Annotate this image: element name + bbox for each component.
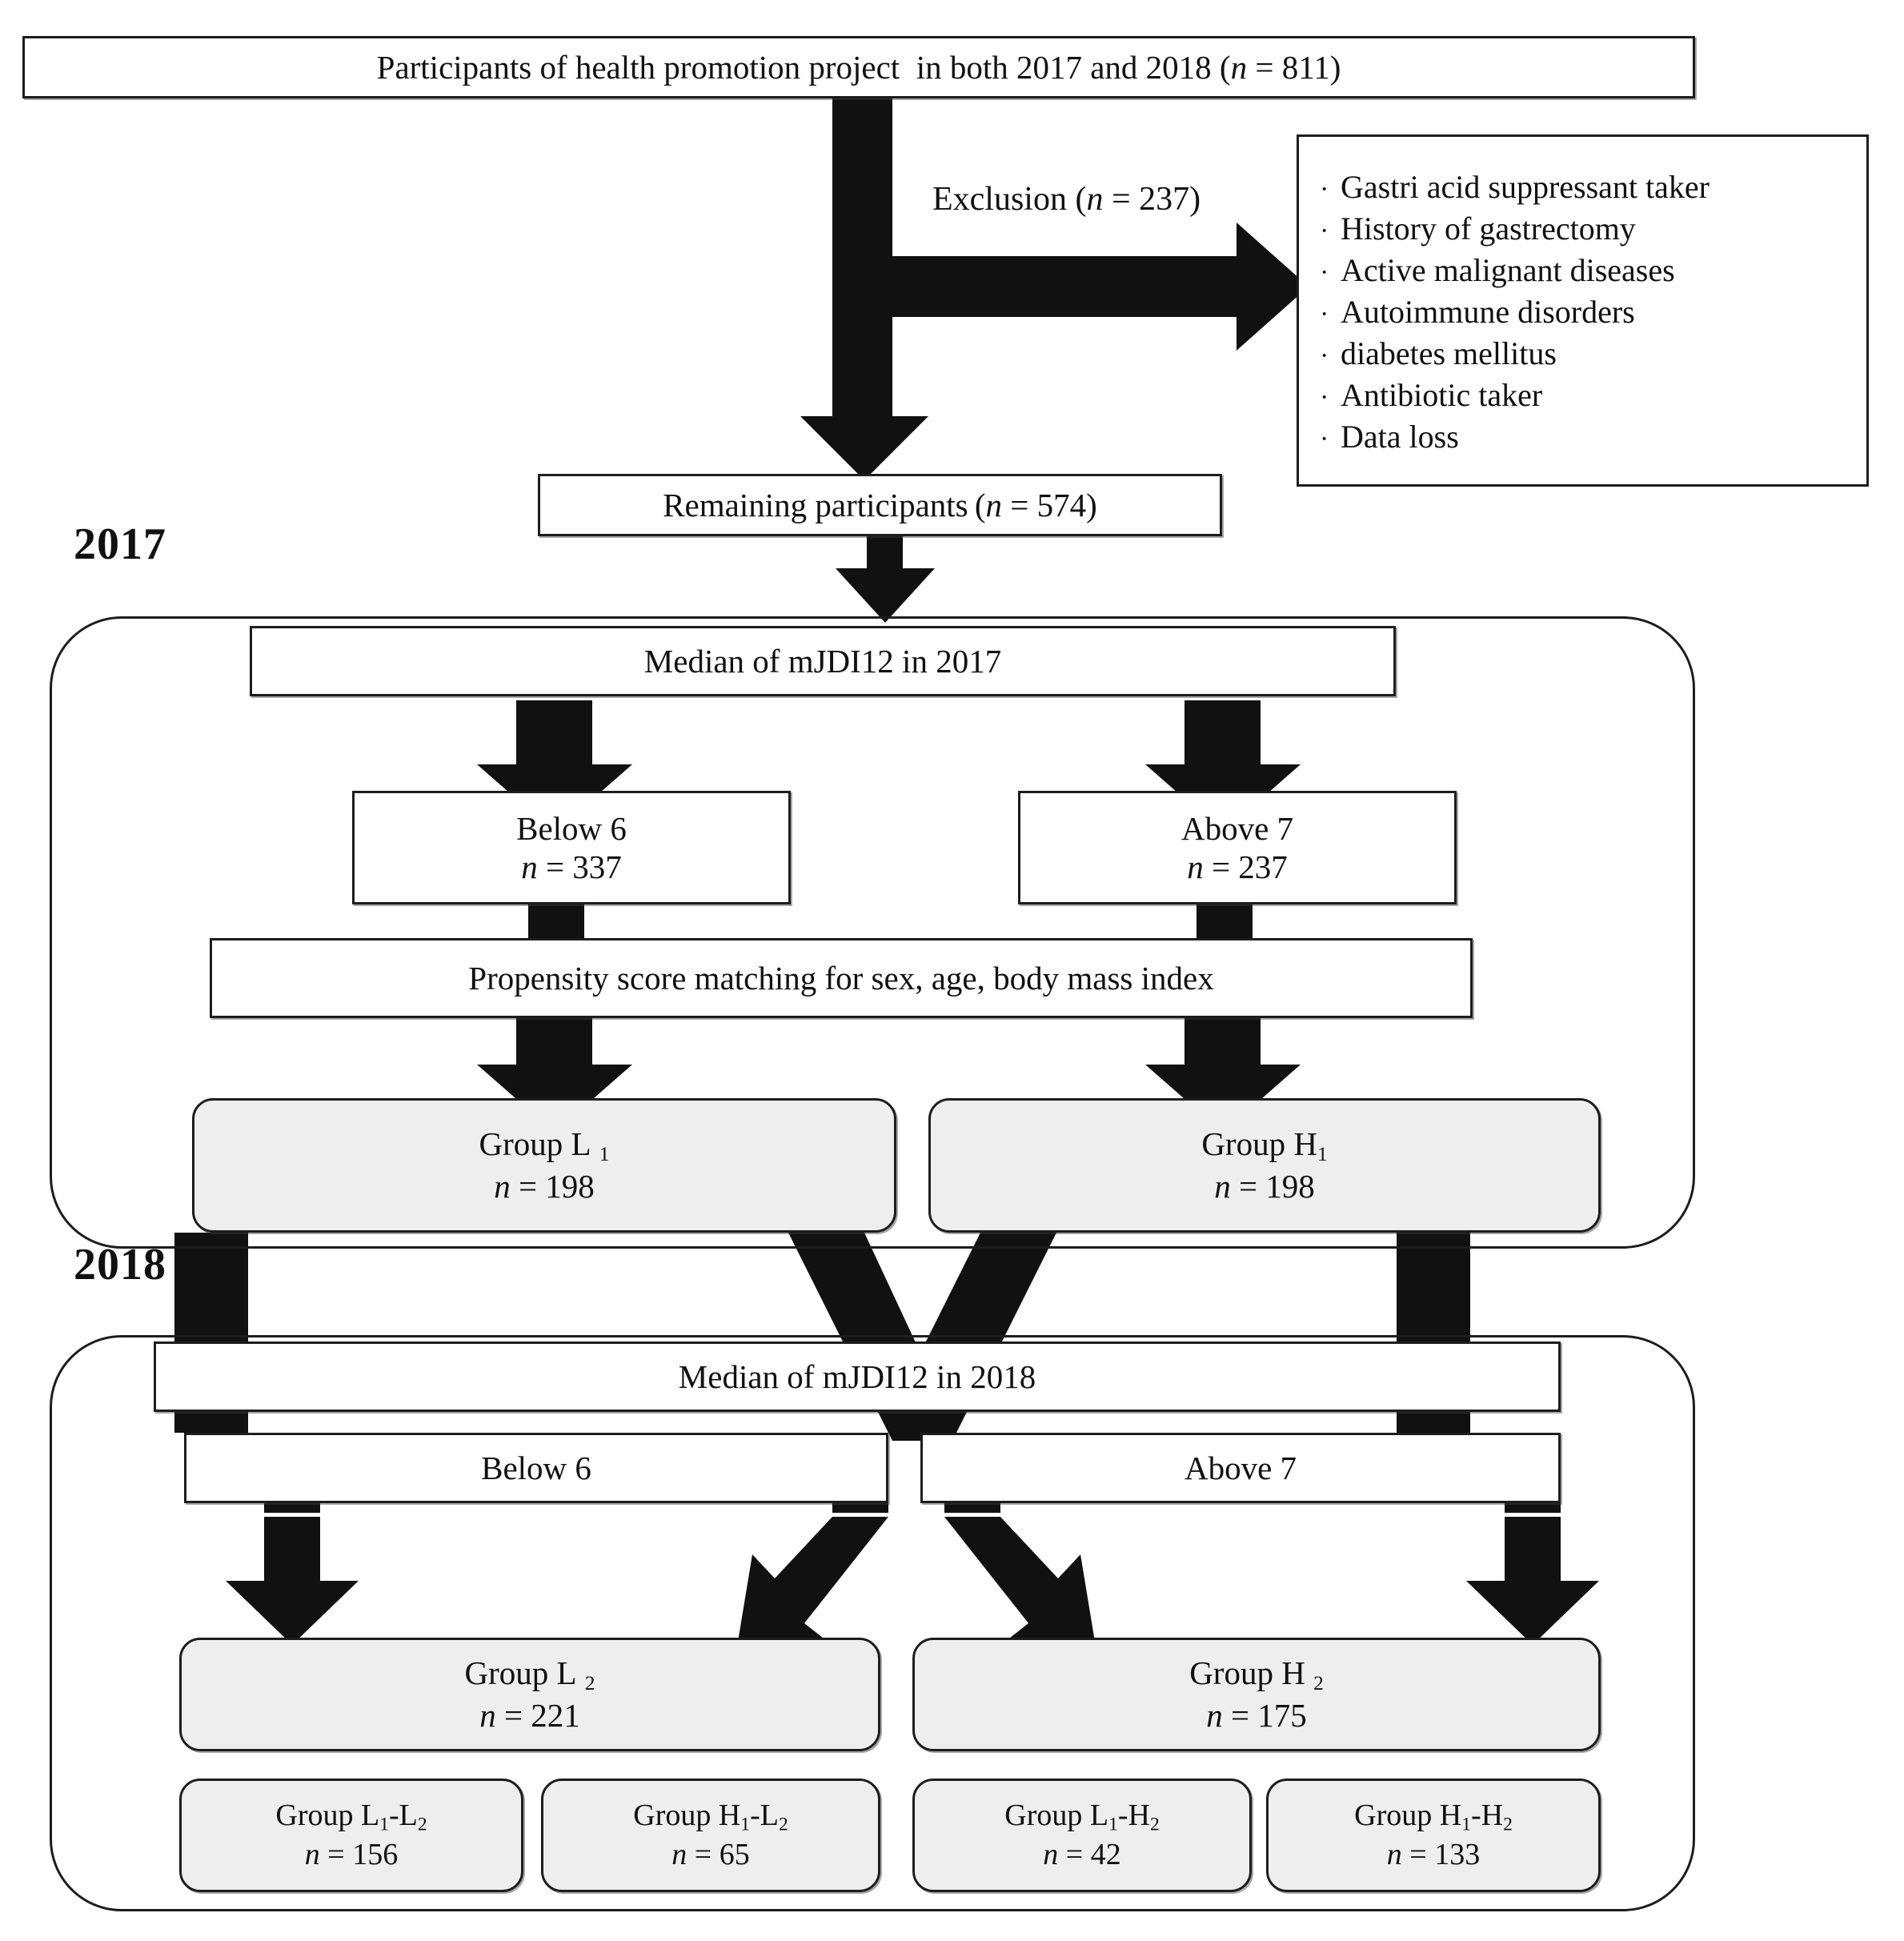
group-h1-title: Group H1 [1201, 1125, 1328, 1166]
group-l2-count: n = 221 [479, 1697, 580, 1734]
exclusion-item-label: Gastri acid suppressant taker [1341, 169, 1710, 205]
group-h1-box: Group H1 n = 198 [928, 1098, 1601, 1233]
exclusion-criteria-box: · Gastri acid suppressant taker · Histor… [1297, 134, 1869, 487]
exclusion-item-label: History of gastrectomy [1341, 211, 1636, 247]
bullet-icon: · [1320, 383, 1329, 412]
arrow-remaining-to-median2017 [836, 532, 935, 623]
below6-2018-title: Below 6 [481, 1449, 591, 1486]
bullet-icon: · [1320, 341, 1329, 371]
exclusion-item-label: Active malignant diseases [1341, 252, 1675, 288]
bullet-icon: · [1320, 258, 1329, 287]
exclusion-item-label: Antibiotic taker [1341, 377, 1543, 413]
bullet-icon: · [1320, 299, 1329, 329]
exclusion-item: · Active malignant diseases [1320, 250, 1846, 291]
group-l2-box: Group L 2 n = 221 [179, 1638, 880, 1751]
above7-2018-box: Above 7 [920, 1433, 1561, 1503]
group-h1-l2-box: Group H1-L2 n = 65 [541, 1779, 880, 1892]
exclusion-item: · Data loss [1320, 416, 1846, 458]
group-h1-h2-box: Group H1-H2 n = 133 [1266, 1779, 1601, 1892]
below6-2017-title: Below 6 [516, 809, 627, 847]
propensity-matching-box: Propensity score matching for sex, age, … [210, 938, 1473, 1018]
group-h1-l2-title: Group H1-L2 [633, 1799, 788, 1835]
median-2017-box: Median of mJDI12 in 2017 [250, 626, 1396, 696]
below6-2017-box: Below 6 n = 337 [352, 791, 791, 904]
year-label-2018: 2018 [74, 1240, 166, 1289]
exclusion-item-label: diabetes mellitus [1341, 335, 1557, 371]
exclusion-item: · Gastri acid suppressant taker [1320, 166, 1846, 208]
group-l1-box: Group L 1 n = 198 [192, 1098, 896, 1233]
bullet-icon: · [1320, 216, 1329, 246]
exclusion-item: · History of gastrectomy [1320, 208, 1846, 250]
participants-box: Participants of health promotion project… [22, 36, 1695, 98]
below6-2017-count: n = 337 [521, 848, 622, 885]
group-l1-h2-box: Group L1-H2 n = 42 [912, 1779, 1252, 1892]
group-l1-l2-box: Group L1-L2 n = 156 [179, 1779, 523, 1892]
remaining-participants-box: Remaining participants (n = 574) [538, 474, 1222, 536]
group-l2-title: Group L 2 [464, 1654, 595, 1695]
group-h2-title: Group H 2 [1189, 1654, 1324, 1695]
below6-2018-box: Below 6 [184, 1433, 888, 1503]
above7-2018-title: Above 7 [1184, 1449, 1297, 1486]
bullet-icon: · [1320, 174, 1329, 204]
propensity-matching-label: Propensity score matching for sex, age, … [468, 959, 1214, 997]
group-h2-count: n = 175 [1206, 1697, 1307, 1734]
above7-2017-title: Above 7 [1180, 809, 1294, 847]
group-l1-l2-count: n = 156 [304, 1837, 399, 1871]
above7-2017-box: Above 7 n = 237 [1018, 791, 1457, 904]
group-l1-l2-title: Group L1-L2 [275, 1799, 427, 1835]
median-2018-label: Median of mJDI12 in 2018 [678, 1357, 1036, 1395]
group-h1-h2-title: Group H1-H2 [1354, 1799, 1513, 1835]
group-h1-l2-count: n = 65 [671, 1837, 750, 1871]
exclusion-item: · Autoimmune disorders [1320, 291, 1846, 333]
exclusion-item: · diabetes mellitus [1320, 333, 1846, 375]
remaining-participants-label: Remaining participants (n = 574) [663, 486, 1097, 523]
group-l1-h2-title: Group L1-H2 [1004, 1799, 1160, 1835]
bullet-icon: · [1320, 424, 1329, 454]
exclusion-item-label: Data loss [1341, 419, 1459, 455]
median-2017-label: Median of mJDI12 in 2017 [643, 642, 1002, 680]
above7-2017-count: n = 237 [1187, 848, 1288, 885]
group-h1-h2-count: n = 133 [1386, 1837, 1481, 1871]
group-h1-count: n = 198 [1214, 1168, 1315, 1205]
exclusion-item: · Antibiotic taker [1320, 375, 1846, 416]
exclusion-item-label: Autoimmune disorders [1341, 294, 1635, 330]
group-l1-h2-count: n = 42 [1043, 1837, 1121, 1871]
group-h2-box: Group H 2 n = 175 [912, 1638, 1601, 1751]
exclusion-label: Exclusion (n = 237) [932, 181, 1201, 218]
group-l1-count: n = 198 [494, 1168, 595, 1205]
median-2018-box: Median of mJDI12 in 2018 [154, 1341, 1561, 1412]
participants-label: Participants of health promotion project… [376, 48, 1341, 86]
group-l1-title: Group L 1 [479, 1125, 610, 1166]
year-label-2017: 2017 [74, 519, 166, 569]
arrow-exclusion-branch [892, 223, 1309, 351]
arrow-main-trunk [800, 94, 928, 480]
